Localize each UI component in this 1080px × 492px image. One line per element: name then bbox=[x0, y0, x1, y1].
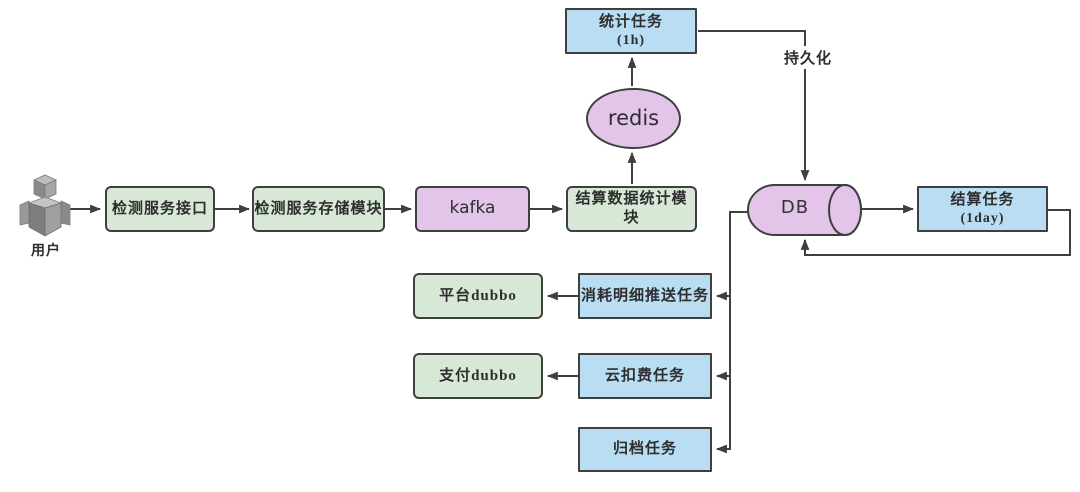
edge-stat-task-persist-to-db bbox=[698, 30, 810, 182]
node-detect-api: 检测服务接口 bbox=[105, 186, 215, 232]
node-platform-dubbo-label: 平台dubbo bbox=[439, 287, 517, 304]
node-push-task-label: 消耗明细推送任务 bbox=[580, 287, 709, 304]
node-db-label: DB bbox=[780, 197, 810, 218]
node-settle-task-sublabel: (1day) bbox=[960, 210, 1005, 226]
edge-db-down-to-archive-task bbox=[715, 211, 748, 454]
node-detect-api-label: 检测服务接口 bbox=[111, 200, 208, 217]
user-label: 用户 bbox=[31, 242, 61, 258]
node-pay-dubbo-label: 支付dubbo bbox=[439, 367, 517, 384]
user-actor: 用户 bbox=[14, 170, 78, 260]
node-settle-task: 结算任务 (1day) bbox=[917, 186, 1048, 232]
node-push-task: 消耗明细推送任务 bbox=[578, 273, 712, 319]
node-stat-task-sublabel: (1h) bbox=[616, 32, 646, 48]
node-redis-label: redis bbox=[607, 106, 660, 131]
node-detect-storage: 检测服务存储模块 bbox=[252, 186, 385, 232]
node-kafka: kafka bbox=[415, 186, 530, 232]
node-archive-task-label: 归档任务 bbox=[612, 441, 677, 458]
edge-settle-task-loop-to-db bbox=[800, 209, 1071, 256]
node-deduct-task-label: 云扣费任务 bbox=[604, 367, 685, 384]
node-kafka-label: kafka bbox=[449, 198, 496, 219]
node-settle-stat: 结算数据统计模块 bbox=[566, 186, 697, 232]
node-settle-task-label: 结算任务 bbox=[950, 191, 1015, 208]
node-detect-storage-label: 检测服务存储模块 bbox=[254, 200, 383, 217]
db-cylinder bbox=[747, 184, 862, 236]
node-pay-dubbo: 支付dubbo bbox=[413, 353, 543, 399]
node-archive-task: 归档任务 bbox=[578, 427, 712, 472]
node-redis: redis bbox=[586, 88, 681, 149]
user-icon bbox=[19, 174, 71, 237]
node-stat-task-label: 统计任务 bbox=[598, 13, 663, 30]
node-platform-dubbo: 平台dubbo bbox=[413, 273, 543, 319]
node-stat-task: 统计任务 (1h) bbox=[565, 8, 697, 54]
node-settle-stat-label: 结算数据统计模块 bbox=[575, 191, 688, 226]
edge-label-persist: 持久化 bbox=[779, 46, 837, 69]
node-deduct-task: 云扣费任务 bbox=[578, 353, 712, 399]
